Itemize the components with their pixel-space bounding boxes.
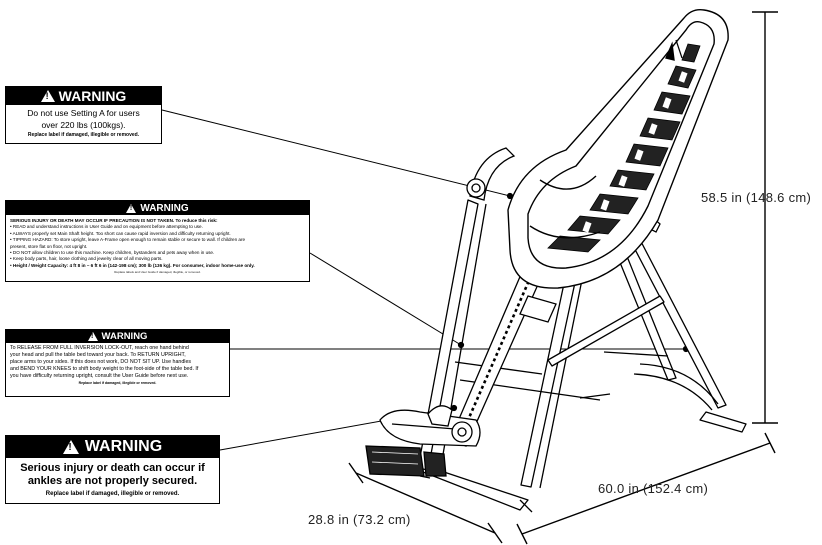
warning-line: Serious injury or death can occur if	[20, 462, 205, 474]
warning-label-header: WARNING	[6, 330, 229, 343]
warning-line: over 220 lbs (100kgs).	[41, 120, 126, 130]
warning-line: • Keep body parts, hair, loose clothing …	[10, 256, 163, 262]
warning-line: To RELEASE FROM FULL INVERSION LOCK-OUT,…	[10, 345, 189, 351]
warning-label-footer: Replace label if damaged, illegible or r…	[45, 491, 180, 497]
dimension-width-label: 28.8 in (73.2 cm)	[308, 512, 411, 527]
ankle-system	[365, 405, 481, 477]
warning-label-footer: Replace label if damaged, illegible or r…	[27, 132, 140, 138]
warning-line: place arms to your sides. If this does n…	[10, 359, 192, 365]
table-bed	[507, 8, 729, 289]
warning-label-title: WARNING	[140, 202, 189, 214]
warning-label-inversion-lockout: WARNING To RELEASE FROM FULL INVERSION L…	[5, 329, 230, 397]
warning-line: • TIPPING HAZARD: To store upright, leav…	[10, 237, 246, 243]
warning-line: SERIOUS INJURY OR DEATH MAY OCCUR IF PRE…	[10, 218, 218, 223]
warning-triangle-icon	[126, 203, 137, 213]
warning-label-footer: Replace labels and User Guide if damaged…	[114, 270, 201, 275]
dimension-lines	[348, 11, 778, 545]
warning-label-header: WARNING	[6, 87, 161, 105]
warning-line: • READ and understand instructions in Us…	[10, 224, 203, 230]
bed-rib-gaps	[582, 71, 688, 233]
warning-label-body: To RELEASE FROM FULL INVERSION LOCK-OUT,…	[6, 343, 229, 380]
warning-triangle-icon	[40, 90, 55, 102]
warning-line: • ALWAYS properly set Main Shaft height.…	[10, 230, 231, 236]
warning-label-header: WARNING	[6, 436, 219, 458]
warning-label-title: WARNING	[101, 331, 148, 342]
warning-label-footer: Replace label if damaged, illegible or r…	[78, 381, 157, 385]
warning-line: present, store flat on floor, not uprigh…	[10, 243, 88, 249]
warning-line: you have difficulty returning upright, c…	[10, 373, 189, 379]
a-frame	[417, 199, 747, 513]
warning-line: • Height / Weight Capacity: 4 ft 8 in – …	[10, 262, 255, 268]
dimension-height-label: 58.5 in (148.6 cm)	[701, 190, 812, 205]
warning-label-title: WARNING	[58, 88, 127, 104]
warning-line: your head and pull the table bed toward …	[10, 352, 186, 358]
warning-label-ankles: WARNING Serious injury or death can occu…	[5, 435, 220, 504]
warning-label-serious-injury: WARNING SERIOUS INJURY OR DEATH MAY OCCU…	[5, 200, 310, 282]
warning-line: ankles are not properly secured.	[27, 475, 198, 487]
warning-triangle-icon	[87, 332, 98, 341]
warning-label-body: Serious injury or death can occur if ank…	[6, 458, 219, 488]
warning-triangle-icon	[62, 440, 79, 454]
warning-label-header: WARNING	[6, 201, 309, 215]
warning-label-body: SERIOUS INJURY OR DEATH MAY OCCUR IF PRE…	[6, 215, 309, 269]
warning-line: Do not use Setting A for users	[27, 108, 140, 118]
warning-line: • DO NOT allow children to use this mach…	[10, 250, 215, 256]
warning-line: and BEND YOUR KNEES to shift body weight…	[10, 366, 199, 372]
dimension-length-label: 60.0 in (152.4 cm)	[598, 481, 709, 496]
warning-label-setting-a: WARNING Do not use Setting A for users o…	[5, 86, 162, 144]
warning-label-body: Do not use Setting A for users over 220 …	[6, 105, 161, 131]
warning-label-title: WARNING	[84, 438, 163, 455]
main-shaft	[449, 271, 557, 447]
